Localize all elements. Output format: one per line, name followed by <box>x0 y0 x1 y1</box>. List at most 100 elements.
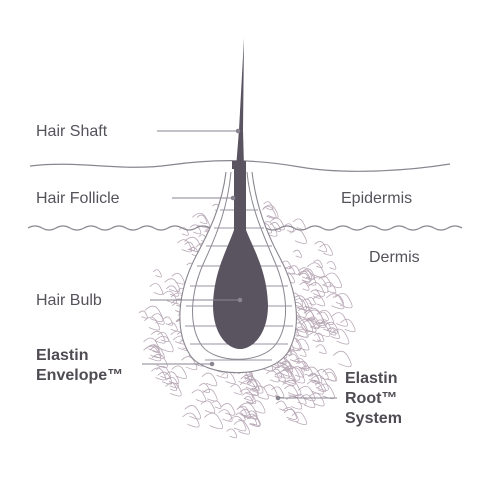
elastin-fiber-curl <box>315 344 327 355</box>
elastin-fiber-curl <box>310 374 329 391</box>
elastin-fiber-curl <box>145 344 162 359</box>
elastin-fiber-curl <box>319 243 333 256</box>
elastin-fiber-curl <box>331 328 350 345</box>
elastin-fiber-curl <box>198 383 211 393</box>
elastin-fiber-curl <box>138 310 148 319</box>
elastin-fiber-curl <box>292 218 306 230</box>
elastin-fiber-curl <box>326 260 337 270</box>
elastin-fiber-curl <box>230 384 243 395</box>
elastin-fiber-curl <box>265 370 280 383</box>
elastin-fiber-curl <box>289 316 308 333</box>
elastin-fiber-curl <box>291 411 308 426</box>
elastin-fiber-curl <box>259 221 278 237</box>
elastin-fiber-curl <box>201 372 218 387</box>
label-dermis: Dermis <box>369 249 420 266</box>
elastin-fiber-curl <box>244 395 254 404</box>
elastin-fiber-curl <box>184 241 196 252</box>
elastin-fiber-curl <box>306 297 316 306</box>
elastin-fiber-curl <box>252 385 269 400</box>
elastin-fiber-curl <box>298 319 314 333</box>
elastin-fiber-curl <box>296 361 306 370</box>
elastin-fiber-curl <box>316 309 335 325</box>
elastin-fiber-curl <box>332 350 352 368</box>
elastin-fiber-curl <box>233 420 251 435</box>
elastin-fiber-curl <box>297 270 312 283</box>
elastin-fiber-curl <box>238 402 258 420</box>
elastin-fiber-curl <box>289 229 307 244</box>
elastin-fiber-curl <box>298 267 313 280</box>
elastin-fiber-curl <box>240 409 252 419</box>
elastin-fiber-curl <box>220 403 236 416</box>
label-hair-bulb: Hair Bulb <box>36 292 102 309</box>
elastin-fiber-curl <box>340 318 356 333</box>
elastin-fiber-curl <box>239 388 254 401</box>
elastin-fiber-curl <box>248 415 261 426</box>
elastin-fiber-curl <box>162 316 174 326</box>
skin-surface-line <box>29 160 451 172</box>
elastin-fiber-curl <box>318 275 332 288</box>
elastin-fiber-curl <box>228 415 247 432</box>
elastin-fiber-curl <box>191 389 207 403</box>
elastin-fiber-curl <box>314 332 325 342</box>
elastin-fiber-curl <box>286 395 303 410</box>
label-hair-shaft: Hair Shaft <box>36 123 108 140</box>
elastin-fiber-curl <box>164 278 181 293</box>
elastin-fiber-curl <box>165 382 182 397</box>
elastin-fiber-curl <box>288 353 299 363</box>
elastin-fiber-curl <box>250 400 266 414</box>
elastin-fiber-curl <box>306 318 319 330</box>
elastin-fiber-curl <box>291 322 309 338</box>
elastin-fiber-curl <box>295 338 310 351</box>
elastin-fiber-curl <box>315 319 326 329</box>
elastin-fiber-curl <box>323 281 337 294</box>
label-elastin-root-system: Elastin Root™ System <box>345 370 402 427</box>
elastin-fiber-curl <box>278 364 293 377</box>
hair-shaft-collar <box>232 161 246 169</box>
elastin-fiber-curl <box>263 201 274 211</box>
hair-root <box>213 168 268 349</box>
elastin-fiber-curl <box>314 241 328 253</box>
elastin-fiber-curl <box>308 282 325 297</box>
elastin-fiber-curl <box>286 350 300 363</box>
elastin-fiber-curl <box>181 356 198 371</box>
elastin-fiber-curl <box>190 224 202 235</box>
hair-shaft <box>236 38 244 168</box>
elastin-fiber-curl <box>303 366 323 384</box>
elastin-fiber-curl <box>244 376 258 388</box>
elastin-fiber-curl <box>283 408 299 422</box>
elastin-fiber-curl <box>144 305 164 322</box>
elastin-fiber-curl <box>299 282 310 291</box>
elastin-fiber-curl <box>294 393 307 405</box>
elastin-fiber-curl <box>271 368 283 379</box>
elastin-fiber-curl <box>164 371 180 385</box>
elastin-fiber-curl <box>151 367 166 381</box>
elastin-fiber-curl <box>313 321 331 337</box>
elastin-fiber-curl <box>202 388 218 402</box>
elastin-fiber-curl <box>293 357 307 370</box>
elastin-fiber-curl <box>318 311 329 321</box>
elastin-fiber-curl <box>331 312 348 327</box>
elastin-fiber-curl <box>155 365 172 380</box>
elastin-fiber-curl <box>240 374 259 391</box>
elastin-fiber-curl <box>298 270 317 286</box>
elastin-fiber-curl <box>298 272 311 283</box>
elastin-fiber-curl <box>269 222 282 232</box>
elastin-fiber-curl <box>236 406 247 416</box>
elastin-fiber-curl <box>279 368 297 384</box>
elastin-fiber-curl <box>317 383 335 400</box>
elastin-fiber-curl <box>260 223 272 234</box>
elastin-fiber-curl <box>334 292 353 309</box>
elastin-fiber-curl <box>297 385 316 402</box>
elastin-fiber-curl <box>312 295 326 307</box>
elastin-fiber-curl <box>288 301 307 318</box>
elastin-fiber-curl <box>150 330 166 344</box>
elastin-fiber-curl <box>200 400 216 414</box>
elastin-fiber-curl <box>196 214 208 225</box>
elastin-fiber-curl <box>305 307 324 324</box>
elastin-fiber-curl <box>298 306 315 321</box>
elastin-fiber-curl <box>144 316 160 331</box>
elastin-fiber-curl <box>299 394 316 409</box>
label-hair-follicle: Hair Follicle <box>36 190 120 207</box>
elastin-fiber-curl <box>218 409 233 422</box>
